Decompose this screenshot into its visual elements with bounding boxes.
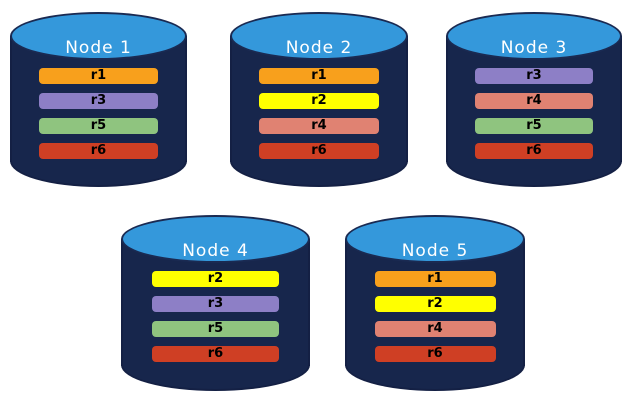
replica-list: r1 r3 r5 r6 xyxy=(10,68,187,159)
replica-bar[interactable]: r6 xyxy=(152,346,279,362)
cylinder-bottom xyxy=(345,365,525,391)
cylinder-top-disc xyxy=(345,215,525,263)
replica-list: r3 r4 r5 r6 xyxy=(446,68,622,159)
replica-list: r2 r3 r5 r6 xyxy=(121,271,310,362)
replica-bar[interactable]: r2 xyxy=(259,93,379,109)
cylinder-bottom xyxy=(10,161,187,187)
replica-bar[interactable]: r4 xyxy=(475,93,593,109)
cylinder-bottom xyxy=(121,365,310,391)
replica-bar[interactable]: r1 xyxy=(39,68,158,84)
replica-bar[interactable]: r5 xyxy=(39,118,158,134)
replica-list: r1 r2 r4 r6 xyxy=(345,271,525,362)
replica-bar[interactable]: r6 xyxy=(475,143,593,159)
replica-bar[interactable]: r3 xyxy=(39,93,158,109)
replica-bar[interactable]: r2 xyxy=(152,271,279,287)
replica-bar[interactable]: r6 xyxy=(259,143,379,159)
replica-bar[interactable]: r1 xyxy=(374,271,496,287)
replica-bar[interactable]: r5 xyxy=(152,321,279,337)
replica-bar[interactable]: r4 xyxy=(259,118,379,134)
replica-bar[interactable]: r3 xyxy=(152,296,279,312)
cylinder-top-disc xyxy=(230,12,408,60)
cylinder-bottom xyxy=(446,161,622,187)
cylinder-bottom xyxy=(230,161,408,187)
replica-bar[interactable]: r6 xyxy=(374,346,496,362)
cylinder-top-disc xyxy=(10,12,187,60)
cylinder-top-disc xyxy=(121,215,310,263)
replica-bar[interactable]: r6 xyxy=(39,143,158,159)
replica-bar[interactable]: r5 xyxy=(475,118,593,134)
replica-bar[interactable]: r1 xyxy=(259,68,379,84)
replica-bar[interactable]: r4 xyxy=(374,321,496,337)
cylinder-top-disc xyxy=(446,12,622,60)
replica-bar[interactable]: r3 xyxy=(475,68,593,84)
replica-list: r1 r2 r4 r6 xyxy=(230,68,408,159)
replica-bar[interactable]: r2 xyxy=(374,296,496,312)
